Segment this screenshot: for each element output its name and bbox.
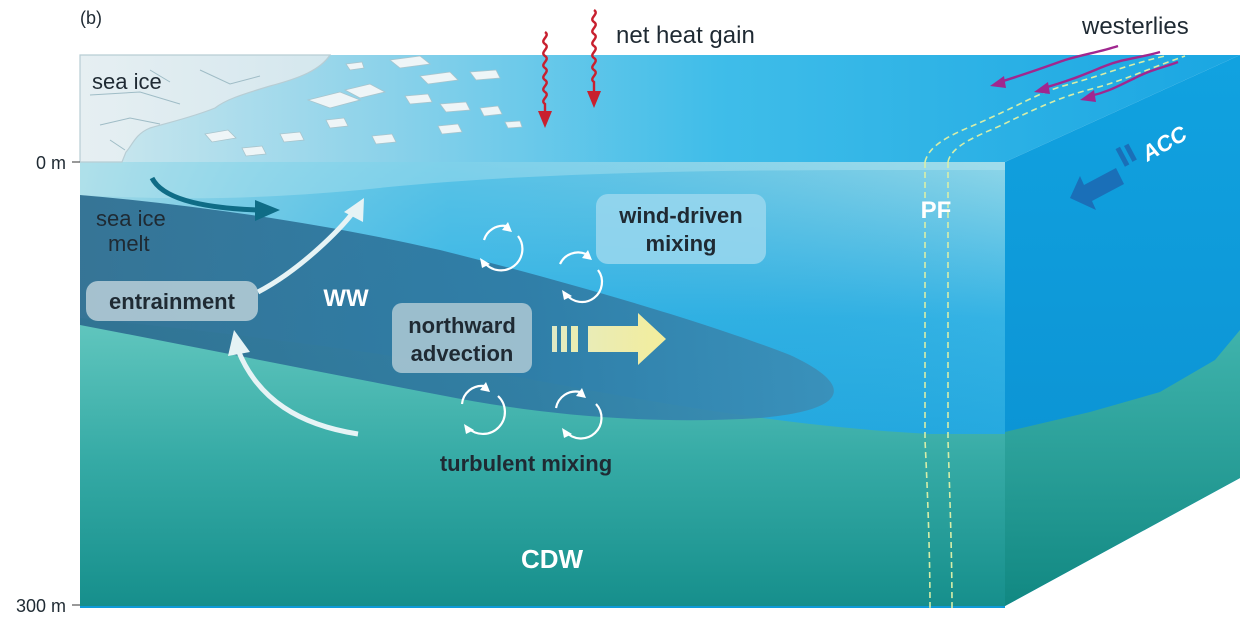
ice-floes xyxy=(204,55,523,157)
eddy-3 xyxy=(460,384,506,435)
acc-arrow xyxy=(1070,143,1137,210)
mixing-eddies xyxy=(460,224,604,440)
northward-label-line2: advection xyxy=(411,341,514,366)
turbulent-mixing-label: turbulent mixing xyxy=(440,451,612,476)
wind-driven-label-line2: mixing xyxy=(646,231,717,256)
wind-driven-box xyxy=(596,194,766,264)
northward-label-line1: northward xyxy=(408,313,516,338)
entrainment-arrow-lower xyxy=(235,349,359,437)
polar-front-lines xyxy=(924,55,1186,609)
panel-label: (b) xyxy=(80,8,102,28)
depth-label-top: 0 m xyxy=(36,153,66,173)
side-cdw-layer xyxy=(1005,330,1240,606)
wind-driven-label-line1: wind-driven xyxy=(618,203,742,228)
entrainment-arrow-upper xyxy=(256,208,357,295)
westerlies-arrows xyxy=(999,44,1179,98)
pf-label: PF xyxy=(921,197,952,224)
advection-arrow xyxy=(552,313,666,365)
cdw-layer xyxy=(80,318,1005,606)
net-heat-gain-label: net heat gain xyxy=(616,22,755,49)
sea-ice-melt-label-line2: melt xyxy=(108,231,150,256)
cdw-label: CDW xyxy=(521,544,584,574)
heat-arrowhead-1 xyxy=(538,111,552,128)
westerlies-label: westerlies xyxy=(1081,13,1189,40)
entrainment-box xyxy=(86,281,258,321)
ocean-surface xyxy=(80,55,1240,162)
depth-label-bottom: 300 m xyxy=(16,596,66,616)
sea-ice-melt-label-line1: sea ice xyxy=(96,206,166,231)
northward-box xyxy=(392,303,532,373)
sea-ice-label: sea ice xyxy=(92,69,162,94)
sea-ice-pack xyxy=(79,54,332,163)
eddy-2 xyxy=(559,251,604,304)
heat-arrows xyxy=(542,9,597,112)
eddy-1 xyxy=(482,224,524,272)
entrainment-label: entrainment xyxy=(109,289,236,314)
melt-arrow xyxy=(149,176,259,213)
ww-label: WW xyxy=(323,285,369,312)
heat-arrowhead-2 xyxy=(587,91,601,108)
eddy-4 xyxy=(554,390,603,440)
ice-cracks xyxy=(89,69,261,151)
